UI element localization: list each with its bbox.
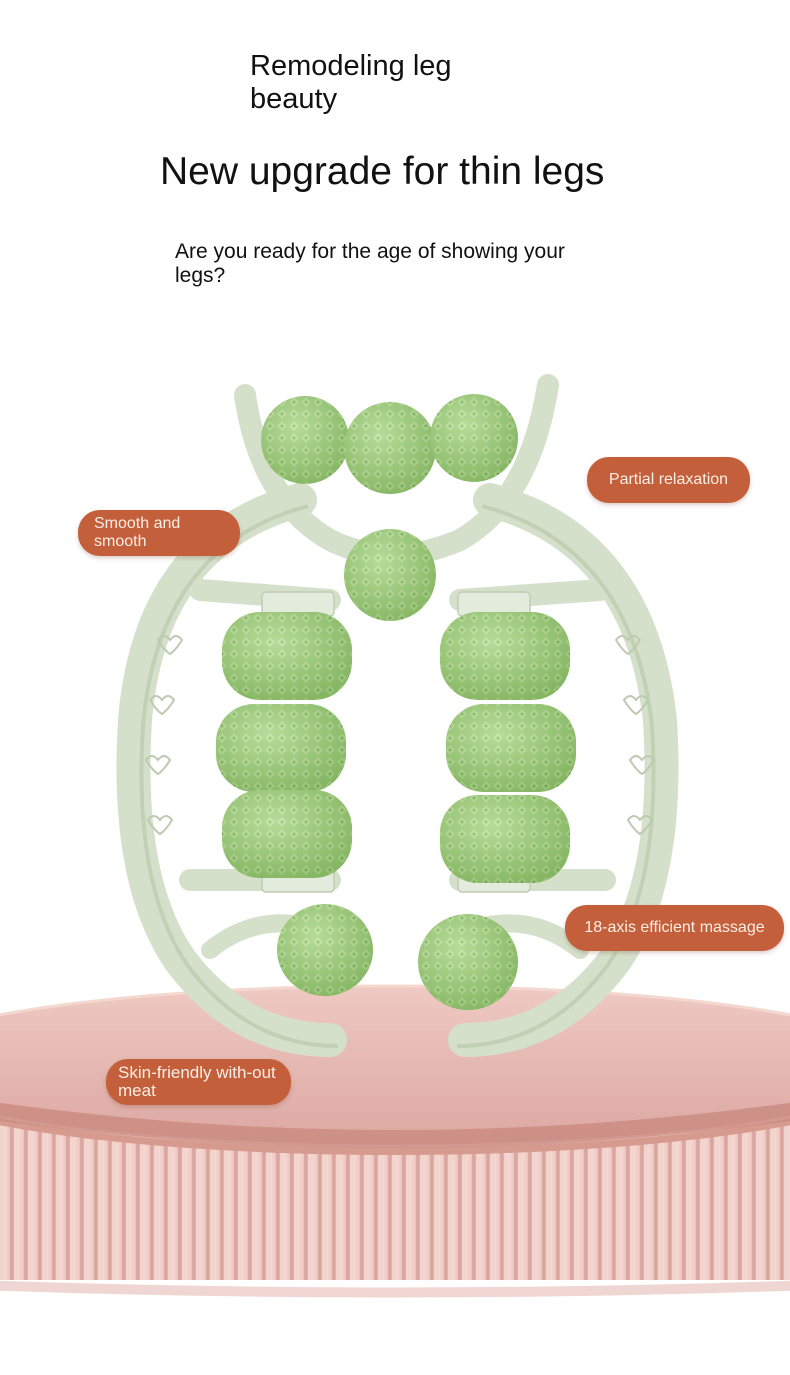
roller-top-left bbox=[261, 396, 349, 484]
roller-left-2 bbox=[216, 704, 346, 792]
rollers bbox=[216, 394, 576, 1010]
roller-top-right bbox=[430, 394, 518, 482]
roller-right-3 bbox=[440, 795, 570, 883]
roller-bottom-right bbox=[418, 914, 518, 1010]
headline-sub: Are you ready for the age of showing you… bbox=[175, 240, 565, 287]
headline-top: Remodeling leg beauty bbox=[250, 50, 452, 115]
roller-right-2 bbox=[446, 704, 576, 792]
roller-center bbox=[344, 529, 436, 621]
roller-top-middle bbox=[344, 402, 436, 494]
frame-shading bbox=[139, 504, 656, 1048]
feature-badge-smooth: Smooth and smooth bbox=[78, 510, 240, 556]
roller-left-1 bbox=[222, 612, 352, 700]
feature-badge-skin: Skin-friendly with-out meat bbox=[106, 1059, 291, 1105]
feature-badge-massage: 18-axis efficient massage bbox=[565, 905, 784, 951]
product-illustration bbox=[0, 374, 790, 1298]
pedestal bbox=[0, 984, 790, 1298]
roller-right-1 bbox=[440, 612, 570, 700]
heart-embossing bbox=[144, 635, 656, 836]
roller-left-3 bbox=[222, 790, 352, 878]
roller-bottom-left bbox=[277, 904, 373, 996]
headline-main: New upgrade for thin legs bbox=[160, 150, 605, 193]
feature-badge-relaxation: Partial relaxation bbox=[587, 457, 750, 503]
